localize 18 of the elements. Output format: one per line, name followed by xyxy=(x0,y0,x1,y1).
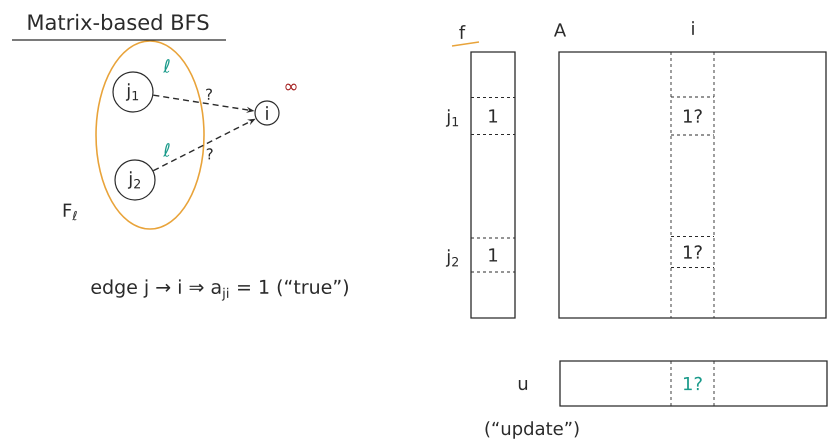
heading-label: f xyxy=(452,25,480,47)
beside-label: ℓ xyxy=(163,143,170,157)
vector-cell: 1? xyxy=(670,360,714,406)
matrix-cell: 1? xyxy=(670,236,714,268)
matrix-cell: 1? xyxy=(670,96,714,136)
caption-text: (“update”) xyxy=(486,421,579,439)
beside-label: ∞ xyxy=(285,84,297,90)
edge-label: ? xyxy=(204,88,214,101)
beside-label: ℓ xyxy=(163,59,170,73)
vector-cell: 1 xyxy=(470,97,516,135)
heading-label: F$_{ℓ}$ xyxy=(64,204,77,220)
heading-label: u xyxy=(518,380,528,390)
vector-cell: 1 xyxy=(470,238,516,272)
formula-text: edge j → i ⇒ a$_{ji}$ = 1 (“true”) xyxy=(91,279,348,301)
heading-label: i xyxy=(692,21,694,35)
heading-label: A xyxy=(554,23,566,37)
title: Matrix-based BFS xyxy=(12,14,226,41)
edge-label: ? xyxy=(204,147,215,160)
